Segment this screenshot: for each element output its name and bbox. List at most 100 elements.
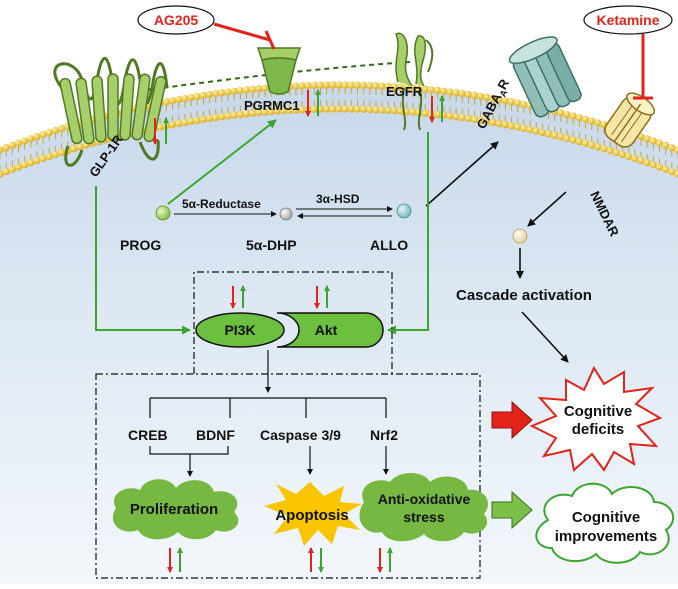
pi3k-dashdot-box <box>193 271 393 374</box>
membrane-lipid-head <box>230 87 238 95</box>
membrane-lipid-head <box>70 145 78 153</box>
membrane-lipid-head <box>532 127 540 135</box>
membrane-lipid-head <box>236 110 244 119</box>
membrane-lipid-head <box>236 86 244 95</box>
glp1r-to-pi3k-path <box>95 186 191 335</box>
membrane-lipid-head <box>501 97 510 105</box>
membrane-lipid-head <box>199 115 207 123</box>
membrane-lipid-head <box>372 82 380 90</box>
membrane-lipid-head <box>643 159 651 167</box>
ag205-inhibition-bar <box>264 30 276 50</box>
cascade-to-deficits-arrow <box>521 311 569 363</box>
membrane-lipid-head <box>212 113 220 122</box>
membrane-lipid-head <box>279 107 288 115</box>
cascade-label: Cascade activation <box>456 287 592 304</box>
membrane-lipid-head <box>662 141 670 149</box>
membrane-lipid-head <box>212 89 220 98</box>
allo-molecule <box>396 203 412 219</box>
membrane-lipid-head <box>569 136 577 144</box>
membrane-lipid-head <box>8 141 16 149</box>
membrane-lipid-head <box>495 95 503 104</box>
membrane-lipid-head <box>489 118 497 127</box>
pgrmc1-receptor <box>256 47 302 95</box>
creb-label: CREB <box>128 427 168 443</box>
membrane-lipid-head <box>668 168 676 176</box>
allo-to-gabaar-arrow <box>425 141 499 207</box>
membrane-lipid-head <box>668 144 676 152</box>
membrane-lipid-head <box>366 105 374 114</box>
ag205-oval <box>137 5 215 35</box>
membrane-lipid-head <box>557 133 565 141</box>
membrane-lipid-head <box>514 123 522 131</box>
deficits-label-line1: Cognitive <box>564 403 632 420</box>
membrane-lipid-head <box>51 126 60 135</box>
antiox-label-line1: Anti-oxidative <box>378 491 471 507</box>
membrane-lipid-head <box>267 108 275 116</box>
membrane-lipid-head <box>58 148 66 157</box>
deficits-label-line2: deficits <box>572 421 625 438</box>
membrane-lipid-head <box>674 146 678 154</box>
membrane-lipid-head <box>292 82 300 90</box>
membrane-lipid-head <box>27 159 35 167</box>
membrane-lipid-head <box>366 81 374 90</box>
membrane-lipid-head <box>477 116 485 124</box>
membrane-lipid-head <box>360 81 368 89</box>
membrane-lipid-head <box>563 110 571 119</box>
membrane-lipid-head <box>304 81 312 90</box>
ag205-label: AG205 <box>154 12 199 28</box>
membrane-lipid-head <box>575 138 583 146</box>
membrane-lipid-head <box>193 116 201 124</box>
membrane-lipid-head <box>446 88 454 96</box>
membrane-lipid-head <box>625 152 633 161</box>
membrane-lipid-head <box>440 87 448 95</box>
membrane-lipid-head <box>286 106 294 114</box>
creb-bdnf-bracket <box>149 446 229 455</box>
apoptosis-star <box>264 482 362 546</box>
membrane-lipid-head <box>2 144 10 152</box>
membrane-lipid-head <box>612 148 620 157</box>
membrane-lipid-head <box>335 81 343 89</box>
membrane-lipid-head <box>378 82 386 90</box>
membrane-lipid-head <box>224 88 232 96</box>
membrane-lipid-head <box>341 81 349 89</box>
membrane-lipid-head <box>594 119 602 127</box>
membrane-lipid-head <box>162 98 171 106</box>
membrane-lipid-head <box>323 105 331 113</box>
membrane-lipid-head <box>347 105 355 113</box>
membrane-lipid-head <box>353 105 362 113</box>
membrane-lipid-head <box>390 107 399 115</box>
membrane-lipid-head <box>520 124 528 132</box>
membrane-lipid-head <box>544 130 553 138</box>
membrane-lipid-head <box>662 165 670 173</box>
dhp-molecule <box>279 207 293 221</box>
membrane-lipid-head <box>199 91 207 99</box>
dhp-label: 5α-DHP <box>246 237 297 253</box>
membrane-lipid-head <box>606 147 614 155</box>
deficits-starburst <box>529 365 663 472</box>
membrane-lipid-head <box>631 154 639 163</box>
membrane-lipid-head <box>384 82 392 90</box>
membrane-lipid-head <box>674 170 678 178</box>
membrane-lipid-head <box>45 128 53 137</box>
membrane-lipid-head <box>249 85 257 93</box>
membrane-lipid-head <box>156 123 164 131</box>
pi3k-node <box>195 312 285 348</box>
glp1r-receptor <box>53 56 169 167</box>
membrane-lipid-head <box>255 85 263 93</box>
membrane-lipid-head <box>452 113 460 121</box>
membrane-lipid-head <box>341 105 349 113</box>
membrane-lipid-head <box>273 107 281 115</box>
membrane-lipid-head <box>224 112 232 120</box>
membrane-lipid-head <box>323 81 331 89</box>
membrane-lipid-head <box>507 122 516 130</box>
prog-label: PROG <box>120 237 161 253</box>
membrane-lipid-head <box>421 85 429 93</box>
membrane-lipid-head <box>458 113 466 122</box>
membrane-lipid-head <box>409 84 417 92</box>
membrane-lipid-head <box>495 119 503 128</box>
membrane-lipid-head <box>242 86 251 94</box>
membrane-lipid-head <box>575 114 583 122</box>
membrane-lipid-head <box>618 150 627 159</box>
